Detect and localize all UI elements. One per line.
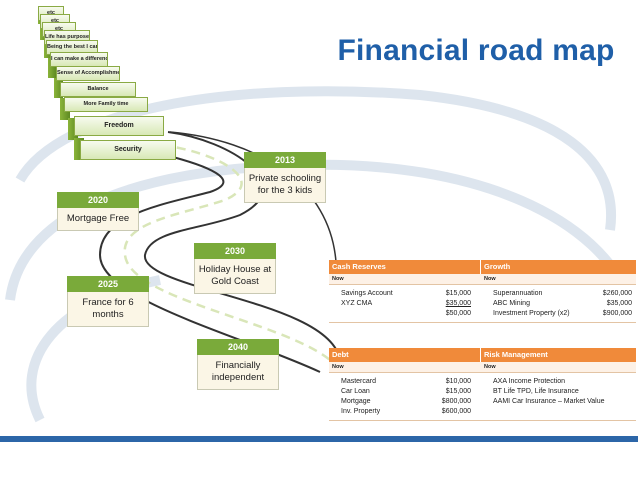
- table-row: Car Loan $15,000: [341, 387, 471, 397]
- table-header: Cash Reserves Growth: [329, 260, 636, 274]
- milestone-text: Holiday House at Gold Coast: [194, 259, 276, 294]
- milestone-2040: 2040 Financially independent: [197, 339, 279, 390]
- row-label: BT Life TPD, Life Insurance: [493, 388, 579, 395]
- table-row-total: $50,000: [341, 309, 471, 319]
- growth-now-label: Now: [484, 276, 496, 282]
- row-label: AAMI Car Insurance – Market Value: [493, 398, 605, 405]
- footer-bar: [0, 436, 638, 442]
- row-value: $35,000: [445, 300, 471, 307]
- row-value: $800,000: [441, 398, 471, 405]
- milestone-year: 2013: [244, 152, 326, 168]
- row-label: AXA Income Protection: [493, 378, 565, 385]
- table-row: Inv. Property $600,000: [341, 407, 471, 417]
- risk-management-column: AXA Income Protection BT Life TPD, Life …: [481, 373, 636, 420]
- liabilities-table: Debt Risk Management Now Now Mastercard $…: [329, 348, 636, 421]
- row-label: Investment Property (x2): [493, 310, 570, 317]
- table-body: Mastercard $10,000 Car Loan $15,000 Mortga…: [329, 373, 636, 421]
- step-label: I can make a difference: [50, 52, 108, 67]
- milestone-text: Mortgage Free: [57, 208, 139, 231]
- row-label: Superannuation: [493, 290, 543, 297]
- table-row-spacer: [493, 407, 632, 417]
- risk-now-label: Now: [484, 364, 496, 370]
- row-label: Mastercard: [341, 378, 377, 385]
- milestone-2020: 2020 Mortgage Free: [57, 192, 139, 231]
- table-row: ABC Mining $35,000: [493, 299, 632, 309]
- row-label: XYZ CMA: [341, 300, 373, 307]
- table-subheader: Now Now: [329, 274, 636, 285]
- assets-table: Cash Reserves Growth Now Now Savings Acc…: [329, 260, 636, 323]
- cash-reserves-header: Cash Reserves: [329, 260, 481, 274]
- step-label: Freedom: [74, 116, 164, 136]
- row-value: $15,000: [445, 290, 471, 297]
- milestone-year: 2025: [67, 276, 149, 292]
- row-label: Savings Account: [341, 290, 393, 297]
- step-label: Security: [80, 140, 176, 160]
- page-title: Financial road map: [337, 34, 615, 67]
- table-header: Debt Risk Management: [329, 348, 636, 362]
- table-body: Savings Account $15,000 XYZ CMA $35,000 $5…: [329, 285, 636, 323]
- table-subheader: Now Now: [329, 362, 636, 373]
- risk-management-header: Risk Management: [484, 350, 548, 359]
- growth-column: Superannuation $260,000 ABC Mining $35,000…: [481, 285, 636, 322]
- step-label: More Family time: [64, 97, 148, 112]
- table-row: XYZ CMA $35,000: [341, 299, 471, 309]
- milestone-year: 2030: [194, 243, 276, 259]
- row-value: $35,000: [606, 300, 632, 307]
- row-label: ABC Mining: [493, 300, 530, 307]
- table-row: AAMI Car Insurance – Market Value: [493, 397, 632, 407]
- row-value: $600,000: [441, 408, 471, 415]
- milestone-2025: 2025 France for 6 months: [67, 276, 149, 327]
- table-row: BT Life TPD, Life Insurance: [493, 387, 632, 397]
- step-label: Sense of Accomplishment: [56, 66, 120, 81]
- table-row: AXA Income Protection: [493, 377, 632, 387]
- row-value: $10,000: [445, 378, 471, 385]
- milestone-year: 2040: [197, 339, 279, 355]
- row-value: $15,000: [445, 388, 471, 395]
- milestone-text: Private schooling for the 3 kids: [244, 168, 326, 203]
- table-row: Savings Account $15,000: [341, 289, 471, 299]
- milestone-2030: 2030 Holiday House at Gold Coast: [194, 243, 276, 294]
- debt-now-label: Now: [332, 364, 344, 370]
- row-label: Mortgage: [341, 398, 371, 405]
- cash-reserves-now-label: Now: [332, 276, 344, 282]
- growth-header: Growth: [484, 262, 511, 271]
- table-row: Investment Property (x2) $900,000: [493, 309, 632, 319]
- row-label: Car Loan: [341, 388, 370, 395]
- row-value: $50,000: [445, 310, 471, 317]
- debt-column: Mastercard $10,000 Car Loan $15,000 Mortga…: [329, 373, 481, 420]
- milestone-text: France for 6 months: [67, 292, 149, 327]
- step-riser: [68, 118, 78, 140]
- step-label: Balance: [60, 82, 136, 97]
- step-riser: [48, 58, 56, 78]
- table-row: Mortgage $800,000: [341, 397, 471, 407]
- milestone-2013: 2013 Private schooling for the 3 kids: [244, 152, 326, 203]
- table-row: Superannuation $260,000: [493, 289, 632, 299]
- table-row: Mastercard $10,000: [341, 377, 471, 387]
- step-riser: [74, 138, 84, 160]
- row-value: $260,000: [602, 290, 632, 297]
- milestone-text: Financially independent: [197, 355, 279, 390]
- row-value: $900,000: [602, 310, 632, 317]
- step-riser: [54, 78, 63, 98]
- milestone-year: 2020: [57, 192, 139, 208]
- debt-header: Debt: [329, 348, 481, 362]
- cash-reserves-column: Savings Account $15,000 XYZ CMA $35,000 $5…: [329, 285, 481, 322]
- row-label: Inv. Property: [341, 408, 381, 415]
